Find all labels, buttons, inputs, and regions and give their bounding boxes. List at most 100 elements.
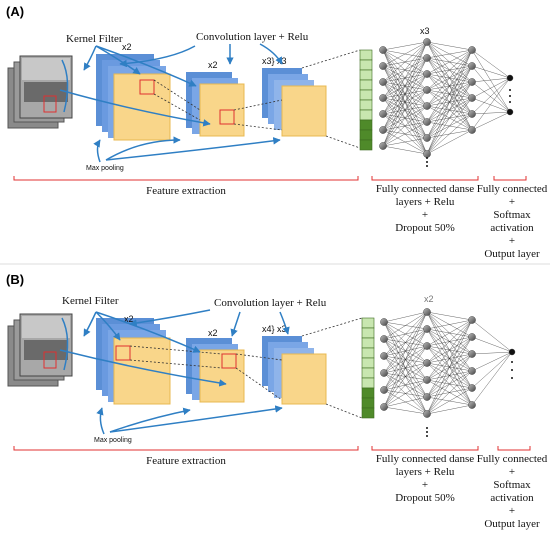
network-edge — [383, 362, 428, 408]
network-edge — [382, 41, 428, 51]
network-edge — [426, 129, 473, 155]
network-edge — [426, 319, 473, 398]
fc-dense-line-4: Dropout 50% — [395, 222, 455, 234]
network-edge — [382, 41, 428, 67]
flatten-cell — [359, 129, 373, 141]
ellipsis-dot — [509, 89, 511, 91]
network-edge — [382, 41, 428, 131]
fc-multiplier: x2 — [424, 294, 434, 304]
fc-dense-line-4: Dropout 50% — [395, 492, 455, 504]
network-node — [423, 325, 431, 333]
flatten-cell — [359, 79, 373, 91]
panel-b-label: (B) — [6, 272, 24, 287]
panel-a-label: (A) — [6, 4, 24, 19]
kernel-filter-label: Kernel Filter — [62, 295, 119, 307]
flatten-cell — [359, 99, 373, 111]
network-edge — [471, 351, 513, 372]
fc-dense-line-3: + — [422, 479, 428, 491]
ellipsis-dot — [426, 165, 428, 167]
flatten-cell — [361, 397, 375, 409]
network-node — [468, 333, 476, 341]
network-node — [468, 78, 476, 86]
block1-multiplier: x2 — [122, 42, 132, 52]
network-edge — [383, 311, 428, 374]
conv-block-2 — [186, 338, 245, 403]
conv-layer-label: Convolution layer + Relu — [196, 31, 309, 43]
ellipsis-dot — [509, 101, 511, 103]
network-edge — [382, 105, 428, 147]
network-node — [468, 62, 476, 70]
ellipsis-dot — [511, 377, 513, 379]
network-edge — [382, 41, 428, 115]
network-edge — [382, 41, 428, 83]
network-edge — [382, 41, 428, 99]
network-edge — [426, 336, 473, 415]
network-edge — [471, 336, 513, 353]
conv-block-3 — [262, 336, 327, 405]
block1-multiplier: x2 — [124, 314, 134, 324]
network-node — [423, 308, 431, 316]
network-edge — [426, 49, 473, 123]
network-node — [379, 46, 387, 54]
conv-block-3 — [262, 68, 327, 137]
fc-dense-line-1: Fully connected danse — [376, 453, 474, 465]
flatten-cell — [359, 89, 373, 101]
network-edge — [382, 121, 428, 147]
network-node — [379, 94, 387, 102]
fc-softmax-line-3: Softmax — [493, 479, 531, 491]
network-edge — [383, 406, 428, 415]
flatten-cell — [359, 109, 373, 121]
block2-multiplier: x2 — [208, 328, 218, 338]
flatten-cell — [361, 327, 375, 339]
flatten-cell — [361, 357, 375, 369]
flatten-cell — [359, 49, 373, 61]
network-node — [423, 393, 431, 401]
network-node — [423, 134, 431, 142]
fc-softmax-line-2: + — [509, 466, 515, 478]
flatten-cell — [359, 69, 373, 81]
network-edge — [471, 77, 511, 131]
fc-softmax-line-4: activation — [490, 222, 534, 234]
panel-a: (A) x2 x2 — [6, 4, 548, 260]
flatten-cell — [361, 367, 375, 379]
network-node — [380, 403, 388, 411]
network-edge — [383, 311, 428, 357]
network-edge — [471, 77, 511, 115]
flow-arrows — [59, 43, 283, 163]
block-connectors — [129, 317, 363, 419]
network-edge — [426, 319, 473, 330]
input-images — [7, 313, 73, 387]
network-edge — [426, 49, 473, 75]
fc-softmax-line-1: Fully connected — [477, 453, 548, 465]
network-edge — [383, 379, 428, 408]
conv-block-2 — [186, 72, 245, 137]
fc-softmax-line-6: Output layer — [484, 248, 540, 260]
flatten-cell — [361, 337, 375, 349]
max-pooling-label: Max pooling — [86, 165, 124, 172]
network-edge — [382, 57, 428, 147]
max-pooling-label: Max pooling — [94, 437, 132, 444]
fc-dense-line-2: layers + Relu — [396, 196, 455, 208]
network-edge — [471, 319, 513, 353]
network-edge — [426, 65, 473, 155]
flatten-layer — [359, 49, 373, 151]
ellipsis-dot — [426, 435, 428, 437]
flatten-cell — [361, 377, 375, 389]
network-edge — [426, 49, 473, 139]
network-edge — [471, 77, 511, 83]
network-edge — [383, 311, 428, 340]
network-node — [468, 401, 476, 409]
network-edge — [383, 396, 428, 408]
network-edge — [426, 319, 473, 364]
ellipsis-dot — [509, 95, 511, 97]
network-edge — [383, 311, 428, 323]
network-edge — [471, 97, 511, 113]
network-edge — [382, 73, 428, 147]
network-edge — [426, 49, 473, 155]
network-node — [468, 350, 476, 358]
block3-multiplier: x3} x3 — [262, 56, 287, 66]
conv-block-1 — [96, 54, 171, 141]
network-edge — [471, 65, 511, 79]
fc-dense-caption: Fully connected danse layers + Relu + Dr… — [376, 183, 474, 234]
fc-softmax-caption: Fully connected + Softmax activation + O… — [477, 453, 548, 530]
